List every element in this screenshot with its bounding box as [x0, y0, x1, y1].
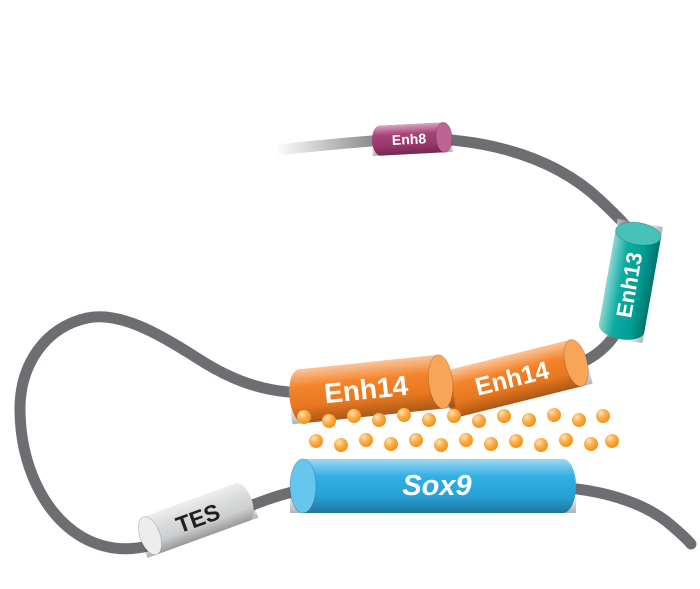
bead	[484, 437, 498, 451]
bead	[534, 438, 548, 452]
enh14-left-shading	[286, 353, 456, 425]
enh14-right-shading	[439, 337, 593, 419]
bead	[522, 413, 536, 427]
bead	[459, 433, 473, 447]
bead	[397, 408, 411, 422]
bead	[422, 413, 436, 427]
enh14-left-cylinder: Enh14	[286, 353, 456, 425]
bead	[559, 433, 573, 447]
mediator-beads	[297, 408, 619, 452]
bead	[309, 434, 323, 448]
sox9-shading	[290, 459, 576, 513]
enh8-cylinder: Enh8	[371, 121, 453, 157]
bead	[359, 433, 373, 447]
dna-strand-top-segment	[386, 132, 645, 254]
bead	[334, 438, 348, 452]
sox9-endcap	[289, 458, 317, 514]
bead	[384, 437, 398, 451]
bead	[547, 408, 561, 422]
bead	[584, 437, 598, 451]
enh14-left-endcap	[427, 354, 454, 410]
tes-endcap	[137, 516, 163, 556]
tes-cylinder: TES	[133, 480, 259, 558]
bead	[596, 409, 610, 423]
bead	[347, 409, 361, 423]
bead	[509, 434, 523, 448]
enh8-shading	[371, 121, 453, 157]
enh14-right-endcap	[563, 339, 589, 387]
enh13-shading	[597, 218, 663, 344]
enh14-right-cylinder: Enh14	[439, 337, 593, 419]
bead	[297, 410, 311, 424]
enh13-cylinder: Enh13	[597, 218, 663, 344]
sox9-gene-cylinder: Sox9	[289, 458, 576, 514]
bead	[434, 438, 448, 452]
enh13-endcap	[615, 221, 662, 246]
bead	[409, 433, 423, 447]
bead	[605, 434, 619, 448]
dna-strand-right-tail-segment	[546, 481, 697, 550]
enh8-endcap	[435, 121, 453, 153]
tes-shading	[133, 480, 259, 558]
bead	[472, 414, 486, 428]
bead	[372, 413, 386, 427]
enh8-label: Enh8	[391, 130, 426, 148]
bead	[447, 409, 461, 423]
bead	[322, 414, 336, 428]
sox9-label: Sox9	[402, 470, 471, 502]
bead	[572, 413, 586, 427]
bead	[497, 409, 511, 423]
